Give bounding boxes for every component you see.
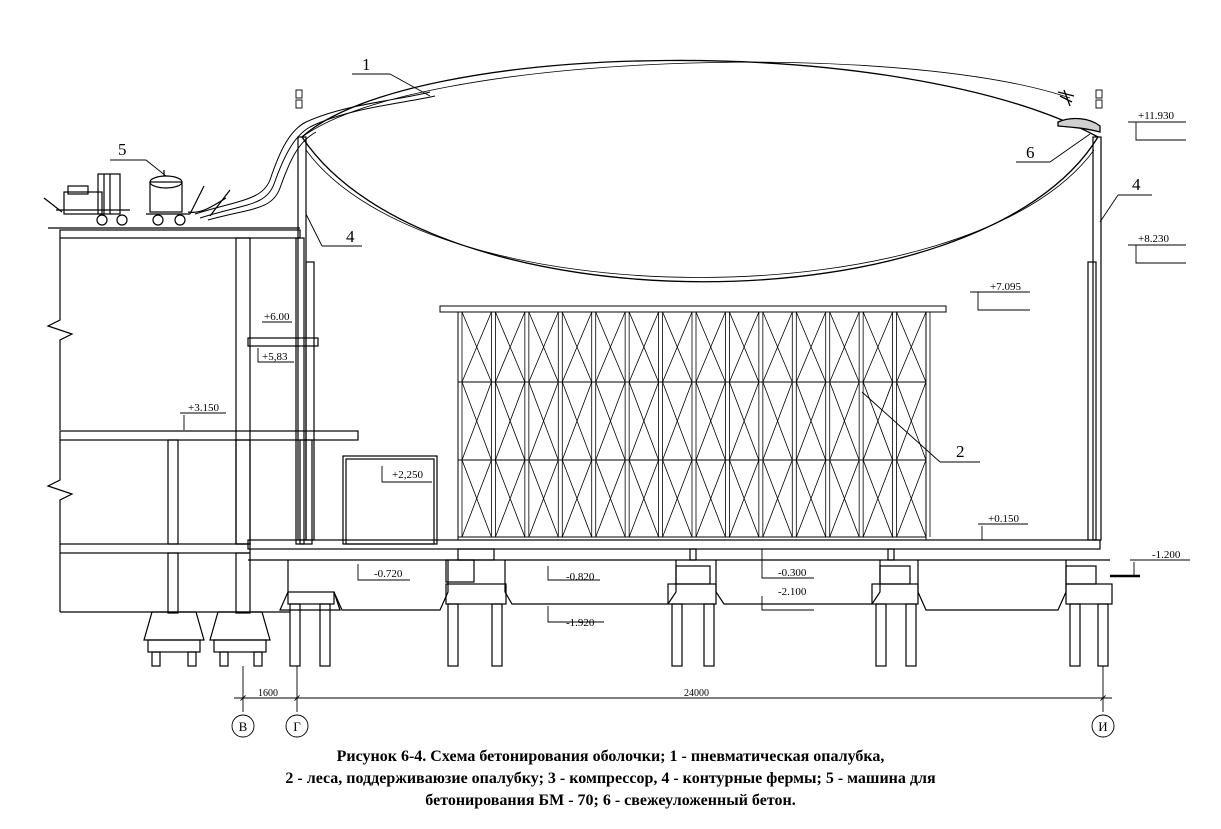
scaffold-member — [762, 311, 793, 383]
scaffold-member — [528, 311, 559, 383]
scaffold-member — [628, 311, 659, 383]
scaffold-member — [829, 459, 860, 538]
level-0820: -0.820 — [566, 571, 595, 583]
scaffold-member — [729, 311, 760, 383]
scaffold-member — [896, 381, 927, 461]
scaffold-member — [795, 311, 827, 383]
scaffold-member — [695, 381, 726, 461]
scaffold-member — [762, 459, 793, 538]
scaffold-member — [662, 311, 693, 383]
level-583: +5,83 — [262, 351, 288, 363]
callout-leaders — [110, 73, 1152, 463]
scaffold-member — [662, 381, 693, 461]
scaffold-member — [461, 381, 492, 461]
scaffold-member — [829, 381, 860, 461]
scaffold-member — [561, 459, 593, 538]
scaffold-bracing — [457, 311, 931, 538]
scaffold-member — [495, 311, 526, 383]
callout-1: 1 — [362, 55, 371, 74]
scaffold-member — [561, 311, 593, 383]
scaffold-member — [762, 381, 793, 461]
callout-2: 2 — [956, 442, 965, 461]
caption-line-3: бетонирования БМ - 70; 6 - свежеуложенны… — [425, 792, 796, 809]
level-0150: +0.150 — [988, 513, 1019, 525]
level-labels: +11.930 +8.230 +7.095 +6.00 +5,83 +3.150… — [188, 110, 1181, 629]
concrete-hoses — [194, 91, 436, 221]
axis-v: В — [239, 719, 248, 734]
scaffold-member — [829, 311, 860, 383]
scaffold-member — [729, 381, 760, 461]
callout-6: 6 — [1026, 143, 1035, 162]
scaffold-member — [528, 381, 559, 461]
callout-4-right: 4 — [1132, 175, 1141, 194]
scaffold-member — [628, 459, 659, 538]
level-8230: +8.230 — [1138, 233, 1169, 245]
scaffold-member — [695, 311, 726, 383]
scaffold-member — [795, 381, 827, 461]
scaffold-member — [495, 381, 526, 461]
level-3150: +3.150 — [188, 402, 219, 414]
scaffold-member — [862, 459, 893, 538]
scaffold-member — [628, 381, 659, 461]
scaffolding — [439, 305, 947, 540]
scaffold-member — [662, 459, 693, 538]
scaffold-member — [862, 311, 893, 383]
callout-5: 5 — [118, 140, 127, 159]
scaffold-member — [528, 459, 559, 538]
level-1920: -1.920 — [566, 617, 595, 629]
level-0300: -0.300 — [778, 567, 807, 579]
scaffold-member — [595, 459, 626, 538]
scaffold-member — [595, 311, 626, 383]
scaffold-member — [561, 381, 593, 461]
dimension-1600: 1600 — [258, 688, 278, 699]
level-0720: -0.720 — [374, 568, 403, 580]
level-2250: +2,250 — [392, 469, 423, 481]
scaffold-member — [896, 311, 927, 383]
figure-caption: Рисунок 6-4. Схема бетонирования оболочк… — [0, 746, 1221, 812]
scaffold-member — [862, 381, 893, 461]
scaffold-member — [695, 459, 726, 538]
axis-g: Г — [293, 719, 301, 734]
scaffold-member — [795, 459, 827, 538]
scaffold-member — [461, 459, 492, 538]
level-marks — [180, 121, 1190, 623]
dimension-lines — [231, 666, 1115, 738]
level-600: +6.00 — [264, 311, 290, 323]
scaffold-member — [595, 381, 626, 461]
section-drawing: +11.930 +8.230 +7.095 +6.00 +5,83 +3.150… — [43, 55, 1190, 738]
level-7095: +7.095 — [990, 281, 1021, 293]
level-2100: -2.100 — [778, 586, 807, 598]
scaffold-member — [729, 459, 760, 538]
concreting-machine — [43, 170, 231, 226]
caption-line-2: 2 - леса, поддерживаюзие опалубку; 3 - к… — [285, 770, 936, 787]
dimension-24000: 24000 — [684, 688, 709, 699]
level-11930: +11.930 — [1138, 110, 1175, 122]
axis-i: И — [1098, 719, 1107, 734]
callout-4-left: 4 — [346, 227, 355, 246]
caption-line-1: Рисунок 6-4. Схема бетонирования оболочк… — [336, 748, 885, 765]
level-1200: -1.200 — [1152, 549, 1181, 561]
scaffold-member — [896, 459, 927, 538]
callout-numbers: 1 2 4 4 5 6 — [118, 55, 1141, 461]
dimension-labels: 1600 24000 В Г И — [239, 688, 1108, 734]
left-building — [46, 227, 438, 667]
scaffold-member — [495, 459, 526, 538]
scaffold-member — [461, 311, 492, 383]
